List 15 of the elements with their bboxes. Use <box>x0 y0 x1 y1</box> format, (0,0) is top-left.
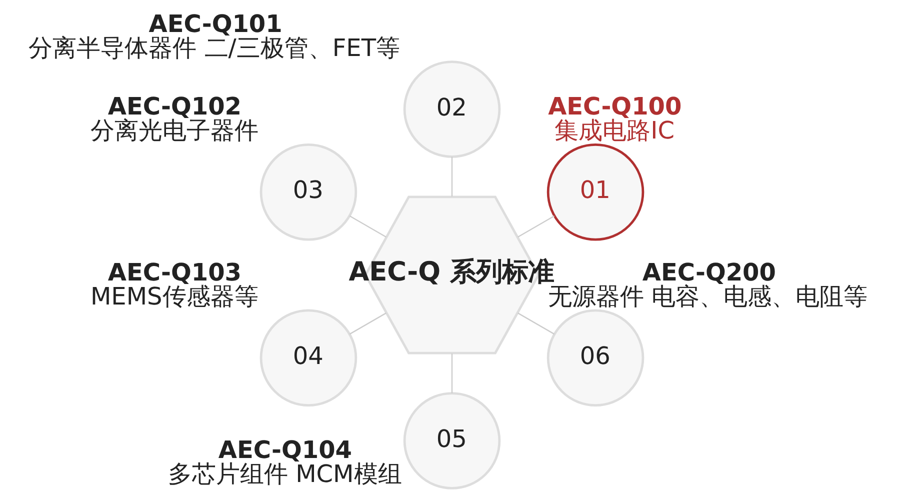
connector <box>348 312 386 334</box>
node-label: AEC-Q101 <box>148 9 282 38</box>
node-label: AEC-Q103 <box>107 258 242 286</box>
node-circle: 05 <box>402 392 500 489</box>
connector <box>450 156 452 196</box>
connector <box>517 214 554 237</box>
node-circle: 06 <box>546 308 644 406</box>
node-label: AEC-Q 系列标准 <box>348 256 554 288</box>
connector <box>348 214 386 237</box>
connector <box>450 353 452 393</box>
node-circle: 02 <box>402 60 500 158</box>
node-circle: 04 <box>259 308 357 406</box>
connector <box>517 312 554 334</box>
node-circle: 01 <box>546 143 644 240</box>
node-circle: 03 <box>259 143 357 240</box>
